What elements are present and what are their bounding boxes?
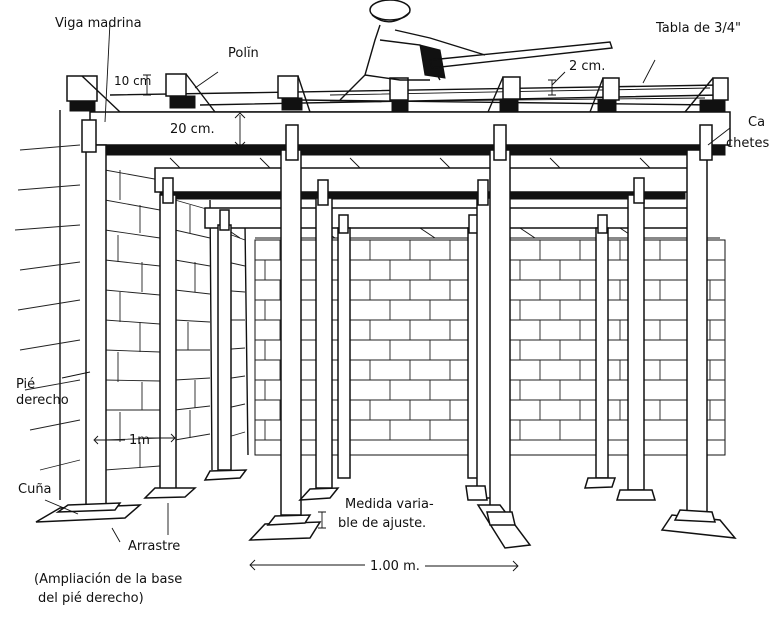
base	[248, 514, 322, 541]
post	[315, 179, 333, 489]
post	[595, 214, 609, 479]
deck-boards	[109, 84, 721, 113]
label-polin: Polĭn	[228, 46, 259, 61]
label-cuna: Cuña	[18, 482, 52, 497]
label-tabla: Tabla de 3/4"	[655, 21, 741, 36]
base	[35, 502, 143, 523]
joist	[66, 75, 121, 113]
worker-figure	[339, 0, 613, 101]
joist	[277, 75, 311, 113]
base	[476, 504, 532, 549]
joist	[589, 77, 620, 113]
post	[81, 119, 107, 516]
base	[298, 487, 340, 501]
label-dim-20cm: 20 cm.	[170, 122, 215, 137]
joists	[66, 73, 729, 113]
post-bases	[35, 469, 737, 549]
joist	[389, 77, 409, 113]
beam-middle	[154, 157, 691, 200]
post	[627, 177, 645, 491]
label-pie-derecho-1: Pié	[16, 377, 35, 392]
post	[159, 177, 177, 491]
joist	[684, 77, 729, 113]
label-cachetes-1: Ca	[748, 115, 765, 130]
label-medida-1: Medida varia-	[345, 497, 434, 512]
base	[143, 487, 197, 499]
base	[660, 509, 737, 539]
label-pie-derecho-2: derecho	[16, 393, 69, 408]
label-cachetes-2: chetes	[726, 136, 769, 151]
base	[203, 469, 248, 481]
label-dim-100m: 1.00 m.	[370, 559, 420, 574]
label-ampliacion-2: del pié derecho)	[38, 591, 144, 606]
label-ampliacion-1: (Ampliación de la base	[34, 572, 182, 587]
base	[465, 485, 488, 501]
base	[615, 489, 657, 501]
label-dim-1m: 1m	[129, 433, 150, 448]
post	[489, 124, 511, 516]
label-dim-2cm: 2 cm.	[569, 59, 605, 74]
post	[686, 124, 713, 521]
post	[337, 214, 351, 479]
joist	[487, 76, 521, 113]
joist	[165, 73, 216, 113]
post	[280, 124, 302, 516]
label-medida-2: ble de ajuste.	[338, 516, 426, 531]
post	[217, 209, 232, 471]
label-dim-10cm: 10 cm	[114, 74, 151, 88]
base	[583, 477, 617, 489]
label-viga-madrina: Viga madrina	[55, 16, 142, 31]
annotations	[44, 21, 731, 572]
label-arrastre: Arrastre	[128, 539, 180, 554]
